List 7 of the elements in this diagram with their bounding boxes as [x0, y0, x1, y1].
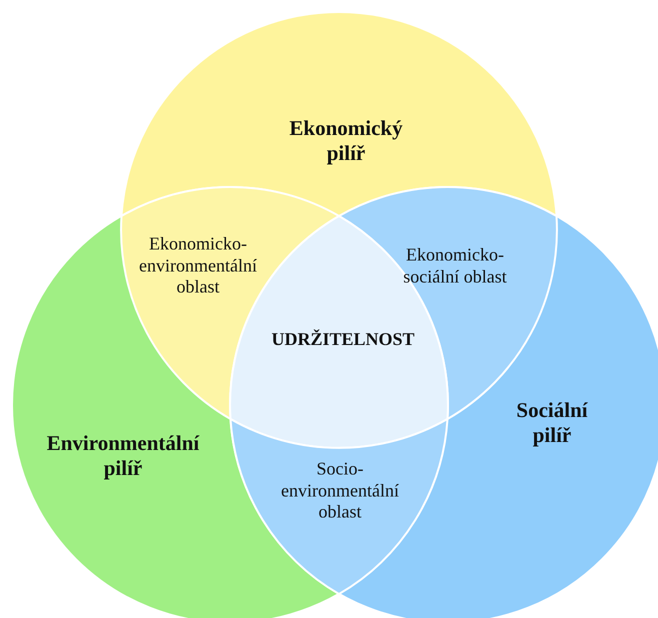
region-label: Ekonomicko-environmentální oblast — [138, 234, 258, 298]
circle-label: Sociální pilíř — [515, 398, 589, 448]
region-label: Socio-environmentální oblast — [280, 458, 400, 524]
region-label: UDRŽITELNOST — [270, 329, 416, 351]
circle-label: Environmentální pilíř — [46, 430, 200, 482]
circle-label: Ekonomický pilíř — [288, 116, 404, 166]
region-label: Ekonomicko-sociální oblast — [402, 244, 508, 288]
